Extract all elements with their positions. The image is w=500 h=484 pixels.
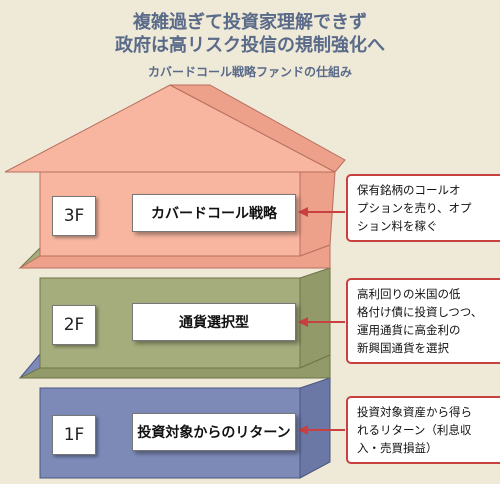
note-covered-call: 保有銘柄のコールオ プションを売り、オプ ション料を稼ぐ — [346, 174, 500, 242]
subtitle: カバードコール戦略ファンドの仕組み — [147, 65, 352, 79]
note-currency-selection: 高利回りの米国の低 格付け債に投資しつつ、 運用通貨に高金利の 新興国通貨を選択 — [346, 278, 500, 364]
floor-2-side — [299, 267, 331, 369]
floor-label-2f: 2F — [52, 305, 96, 345]
floor-label-3f: 3F — [52, 196, 96, 236]
strategy-box-currency-selection: 通貨選択型 — [132, 303, 296, 341]
floor-3-block — [4, 84, 346, 269]
floor-3-base — [18, 244, 331, 269]
arrow-3f — [298, 207, 345, 217]
floor-2-base — [19, 354, 331, 379]
note-investment-return: 投資対象資産から得ら れるリターン（利息収 入・売買損益） — [346, 396, 500, 464]
title-line-1: 複雑過ぎて投資家理解できず — [133, 12, 367, 33]
floor-label-1f: 1F — [52, 415, 96, 455]
arrow-2f — [298, 317, 345, 327]
roof-side — [169, 84, 346, 173]
title-line-2: 政府は高リスク投信の規制強化へ — [115, 35, 385, 56]
arrow-1f — [298, 425, 345, 435]
floor-1-side — [299, 377, 331, 479]
strategy-box-investment-return: 投資対象からのリターン — [132, 413, 296, 451]
strategy-box-covered-call: カバードコール戦略 — [132, 194, 296, 232]
